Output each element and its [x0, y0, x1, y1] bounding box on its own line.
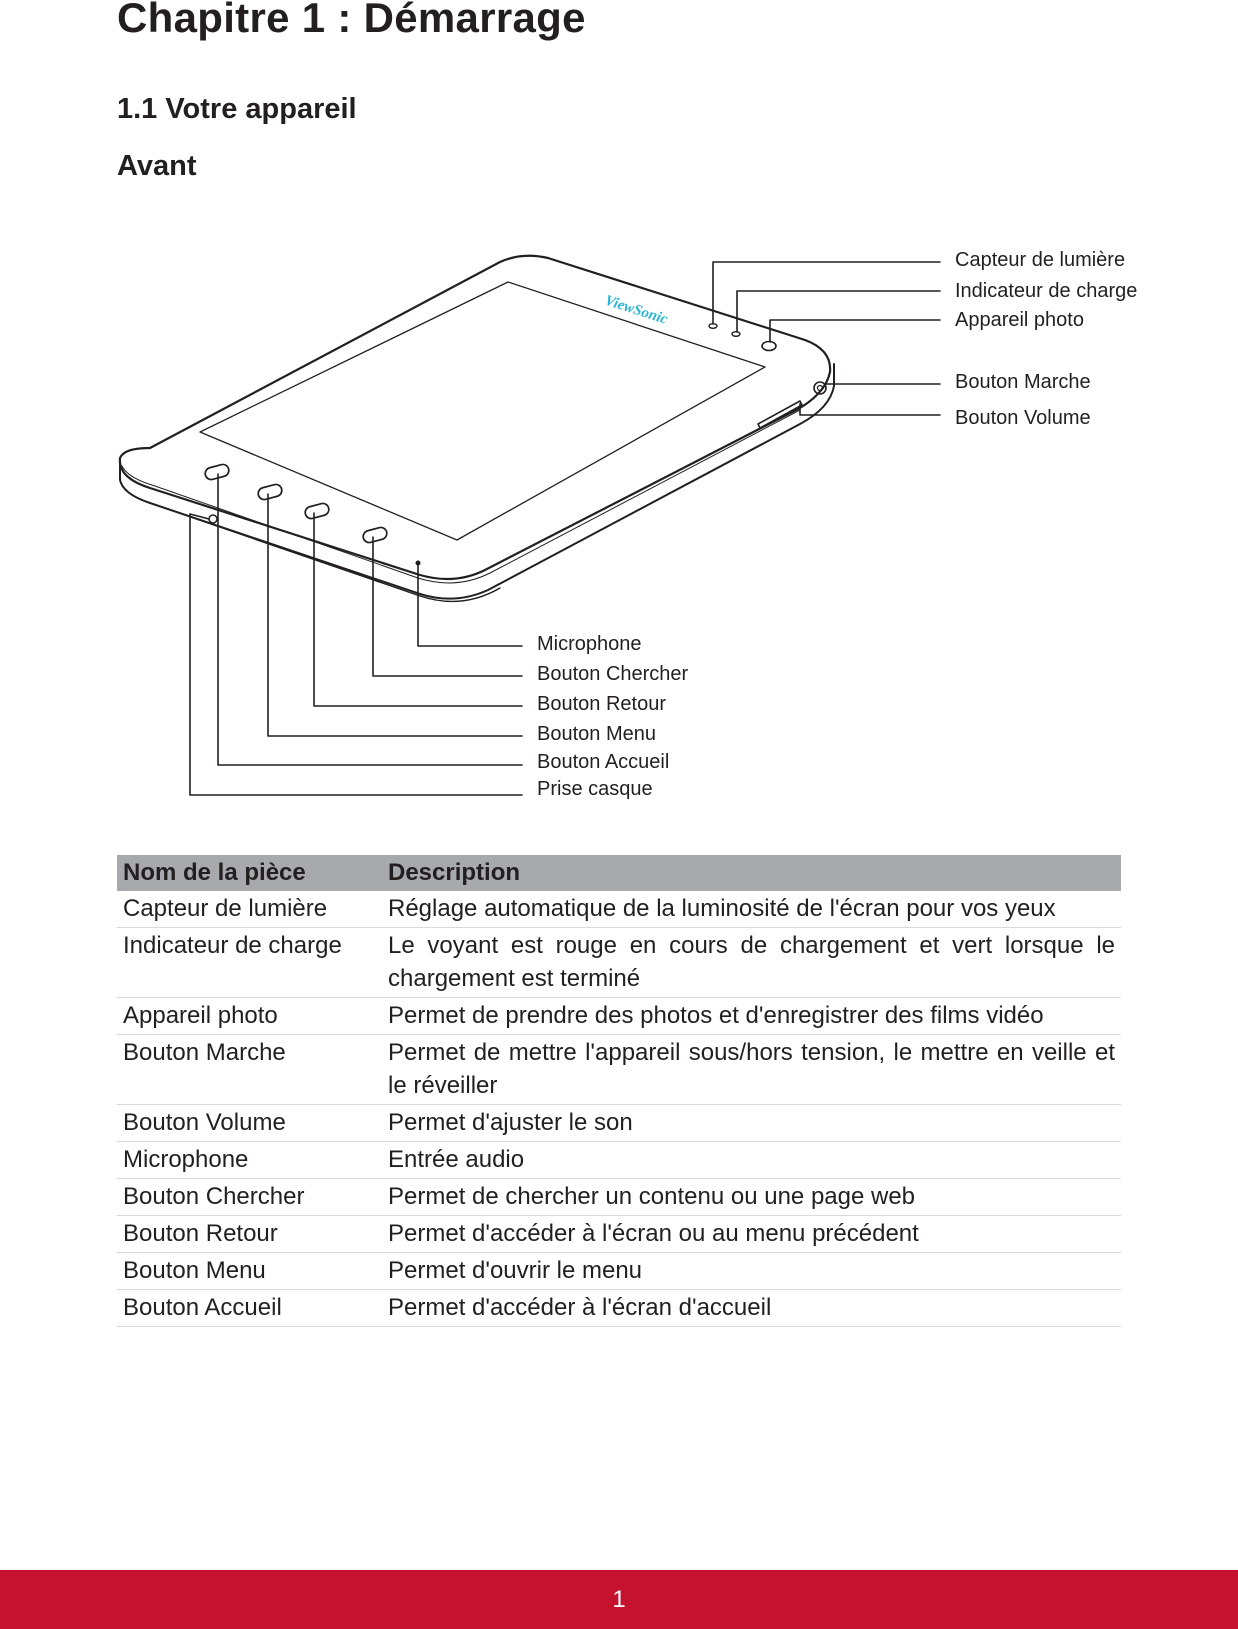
part-name-cell: Bouton Retour	[117, 1215, 382, 1253]
column-header-description: Description	[382, 855, 1121, 891]
callout-microphone: Microphone	[537, 633, 642, 655]
part-description-cell: Entrée audio	[382, 1141, 1121, 1179]
parts-table: Nom de la pièce Description Capteur de l…	[117, 855, 1121, 1327]
table-header-row: Nom de la pièce Description	[117, 855, 1121, 891]
table-row: Bouton Chercher Permet de chercher un co…	[117, 1178, 1121, 1216]
part-name-cell: Bouton Volume	[117, 1104, 382, 1142]
part-description-cell: Permet de prendre des photos et d'enregi…	[382, 997, 1121, 1035]
tablet-front-diagram: ViewSonic	[118, 254, 941, 796]
back-button-icon	[304, 502, 330, 520]
part-name-cell: Bouton Marche	[117, 1034, 382, 1105]
power-button-icon	[813, 381, 827, 395]
table-row: Bouton Accueil Permet d'accéder à l'écra…	[117, 1289, 1121, 1327]
callout-home-button: Bouton Accueil	[537, 751, 670, 773]
volume-button-icon	[757, 400, 803, 429]
callout-light-sensor: Capteur de lumière	[955, 249, 1126, 271]
page-number: 1	[612, 1586, 626, 1613]
headphone-jack-icon	[208, 514, 218, 524]
table-row: Bouton Volume Permet d'ajuster le son	[117, 1104, 1121, 1142]
part-name-cell: Bouton Accueil	[117, 1289, 382, 1327]
part-name-cell: Appareil photo	[117, 997, 382, 1035]
part-description-cell: Le voyant est rouge en cours de chargeme…	[382, 927, 1121, 998]
part-name-cell: Bouton Chercher	[117, 1178, 382, 1216]
part-name-cell: Capteur de lumière	[117, 891, 382, 928]
section-title: 1.1 Votre appareil	[117, 93, 357, 125]
callout-power-button: Bouton Marche	[955, 371, 1091, 393]
table-row: Bouton Menu Permet d'ouvrir le menu	[117, 1252, 1121, 1290]
part-description-cell: Permet d'ouvrir le menu	[382, 1252, 1121, 1290]
table-row: Indicateur de charge Le voyant est rouge…	[117, 927, 1121, 998]
subsection-title: Avant	[117, 150, 197, 182]
footer-bar: 1	[0, 1570, 1238, 1629]
screen-outline	[199, 281, 766, 541]
callout-camera: Appareil photo	[955, 309, 1084, 331]
part-name-cell: Indicateur de charge	[117, 927, 382, 998]
column-header-part-name: Nom de la pièce	[117, 855, 382, 891]
part-description-cell: Réglage automatique de la luminosité de …	[382, 891, 1121, 928]
callout-search-button: Bouton Chercher	[537, 663, 689, 685]
home-button-icon	[204, 463, 230, 481]
chapter-title: Chapitre 1 : Démarrage	[117, 0, 586, 41]
part-description-cell: Permet d'accéder à l'écran ou au menu pr…	[382, 1215, 1121, 1253]
callout-menu-button: Bouton Menu	[537, 723, 656, 745]
viewsonic-logo: ViewSonic	[603, 293, 670, 328]
leader-lines-right	[712, 261, 941, 416]
table-row: Appareil photo Permet de prendre des pho…	[117, 997, 1121, 1035]
leader-lines-bottom	[189, 473, 523, 796]
callout-back-button: Bouton Retour	[537, 693, 666, 715]
part-name-cell: Bouton Menu	[117, 1252, 382, 1290]
camera-icon	[761, 340, 777, 352]
part-name-cell: Microphone	[117, 1141, 382, 1179]
menu-button-icon	[257, 483, 283, 501]
callout-volume-button: Bouton Volume	[955, 407, 1091, 429]
table-row: Microphone Entrée audio	[117, 1141, 1121, 1179]
part-description-cell: Permet de chercher un contenu ou une pag…	[382, 1178, 1121, 1216]
charge-indicator-icon	[731, 331, 741, 338]
part-description-cell: Permet de mettre l'appareil sous/hors te…	[382, 1034, 1121, 1105]
table-row: Bouton Retour Permet d'accéder à l'écran…	[117, 1215, 1121, 1253]
callout-headphone-jack: Prise casque	[537, 778, 653, 800]
part-description-cell: Permet d'ajuster le son	[382, 1104, 1121, 1142]
tablet-body	[118, 254, 835, 603]
table-row: Capteur de lumière Réglage automatique d…	[117, 891, 1121, 928]
callout-charge-indicator: Indicateur de charge	[955, 280, 1138, 302]
part-description-cell: Permet d'accéder à l'écran d'accueil	[382, 1289, 1121, 1327]
search-button-icon	[362, 526, 388, 544]
table-row: Bouton Marche Permet de mettre l'apparei…	[117, 1034, 1121, 1105]
